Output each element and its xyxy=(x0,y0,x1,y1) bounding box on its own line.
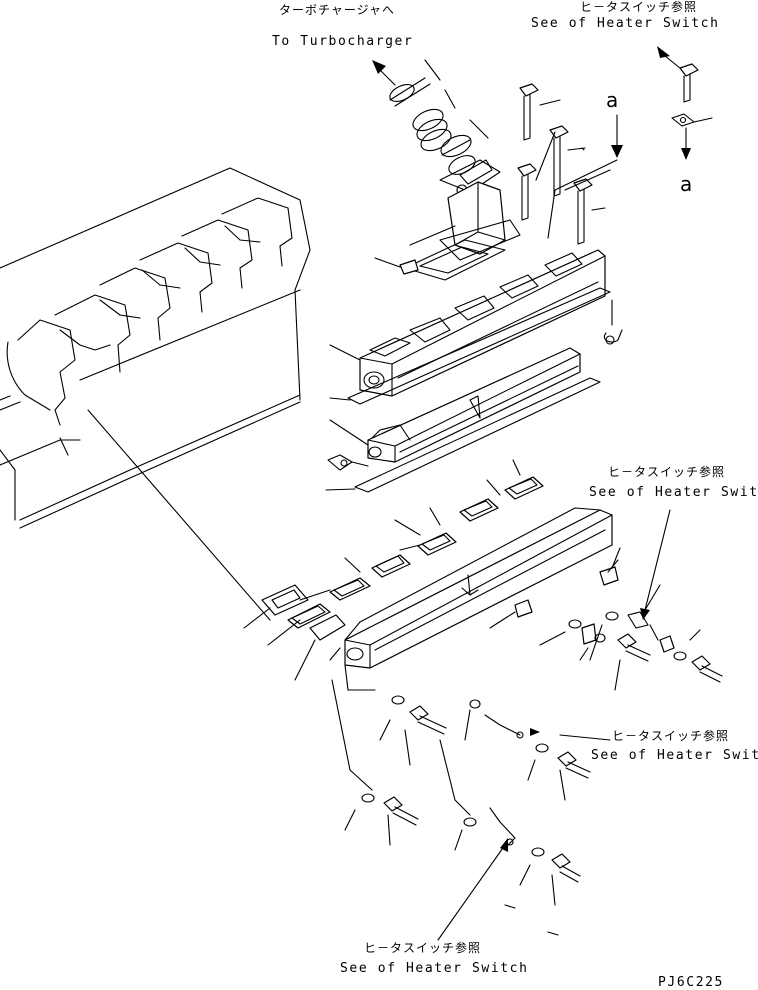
turbo-connector-parts xyxy=(374,59,521,281)
heater-top-label-jp: ヒ－タスイッチ参照 xyxy=(580,0,698,14)
turbo-arrow-head xyxy=(372,60,386,74)
lower-manifold xyxy=(329,507,621,691)
lower-fasteners xyxy=(331,584,723,936)
turbo-arrow-line xyxy=(379,69,396,86)
heater-switch-leader-bottom xyxy=(437,844,506,941)
top-bolts xyxy=(517,46,713,245)
middle-manifold xyxy=(325,347,601,493)
heater-switch-leader-right xyxy=(559,734,611,741)
turbo-label-jp: ターボチャージャへ xyxy=(279,3,396,17)
heater-mid-label-en: See of Heater Switch xyxy=(589,485,758,500)
heater-switch-leader-mid xyxy=(644,509,671,611)
heater-switch-arrow-bottom xyxy=(500,838,508,852)
heater-right-label-en: See of Heater Switch xyxy=(591,748,758,763)
upper-manifold xyxy=(329,249,623,405)
heater-top-label-en: See of Heater Switch xyxy=(531,16,720,31)
heater-mid-label-jp: ヒ－タスイッチ参照 xyxy=(608,465,726,479)
heater-bottom-label-en: See of Heater Switch xyxy=(340,961,529,976)
port-gaskets xyxy=(243,459,544,681)
drawing-code: PJ6C225 xyxy=(658,975,724,990)
ref-a-right: a xyxy=(680,172,693,196)
heater-bottom-label-jp: ヒ－タスイッチ参照 xyxy=(364,941,482,955)
engine-block xyxy=(0,167,311,529)
turbo-label-en: To Turbocharger xyxy=(272,34,414,49)
manifold-to-block-line xyxy=(87,409,271,621)
heater-right-label-jp: ヒ－タスイッチ参照 xyxy=(612,729,730,743)
ref-a-top: a xyxy=(606,88,619,112)
